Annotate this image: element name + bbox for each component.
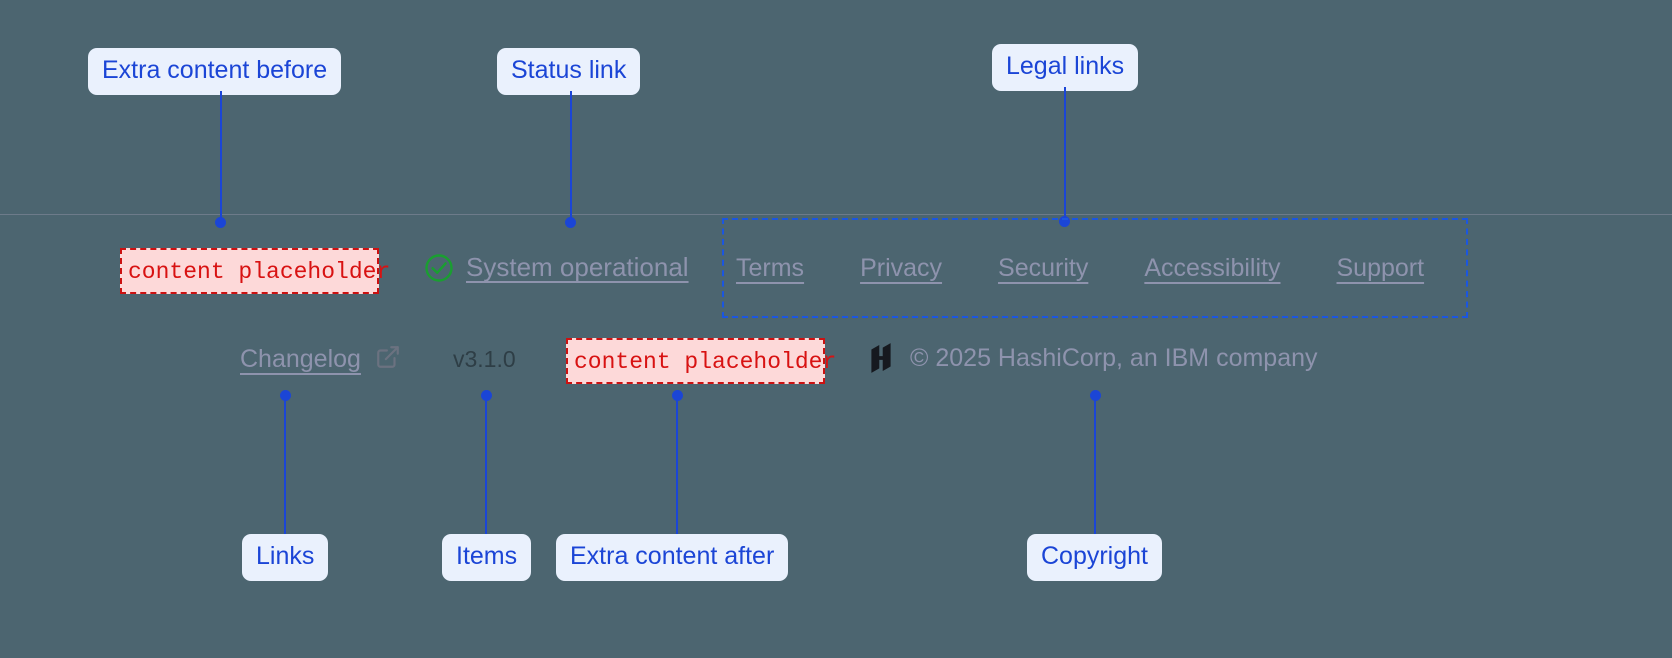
status-link-label: System operational [466,252,689,282]
callout-status-link: Status link [497,48,641,95]
leader-dot-status-link [565,217,576,228]
copyright-text: © 2025 HashiCorp, an IBM company [910,343,1318,372]
legal-link-terms[interactable]: Terms [736,254,805,282]
leader-dot-extra-content-after [672,390,683,401]
hashicorp-logo [866,342,896,374]
leader-line-extra-content-after [676,396,678,534]
changelog-label: Changelog [240,345,361,373]
legal-links-highlight-box [722,218,1468,318]
legal-links-list: Terms Privacy Security Accessibility Sup… [736,254,1424,283]
leader-dot-links [280,390,291,401]
legal-link-privacy[interactable]: Privacy [860,254,943,282]
leader-dot-items [481,390,492,401]
leader-line-items [485,396,487,534]
legal-link-support[interactable]: Support [1336,254,1425,282]
legal-link-accessibility[interactable]: Accessibility [1144,254,1281,282]
leader-line-copyright [1094,396,1096,534]
slot-extra-content-before: content placeholder [120,248,390,294]
leader-line-extra-content-before [220,91,222,221]
footer-band [0,214,1672,444]
callout-items: Items [442,534,532,581]
callout-extra-content-after: Extra content after [556,534,789,581]
external-link-icon [375,344,401,375]
callout-legal-links: Legal links [992,44,1139,91]
copyright: © 2025 HashiCorp, an IBM company [866,342,1318,374]
callout-extra-content-before: Extra content before [88,48,342,95]
status-link[interactable]: System operational [424,252,689,283]
leader-dot-copyright [1090,390,1101,401]
legal-link-security[interactable]: Security [998,254,1089,282]
changelog-link[interactable]: Changelog [240,344,401,375]
callout-copyright: Copyright [1027,534,1162,581]
slot-extra-content-after: content placeholder [566,338,836,384]
leader-line-legal-links [1064,87,1066,221]
version-label: v3.1.0 [453,346,516,372]
leader-dot-extra-content-before [215,217,226,228]
leader-line-status-link [570,91,572,221]
leader-dot-legal-links [1059,216,1070,227]
callout-links: Links [242,534,329,581]
leader-line-links [284,396,286,534]
check-circle-icon [424,253,454,283]
